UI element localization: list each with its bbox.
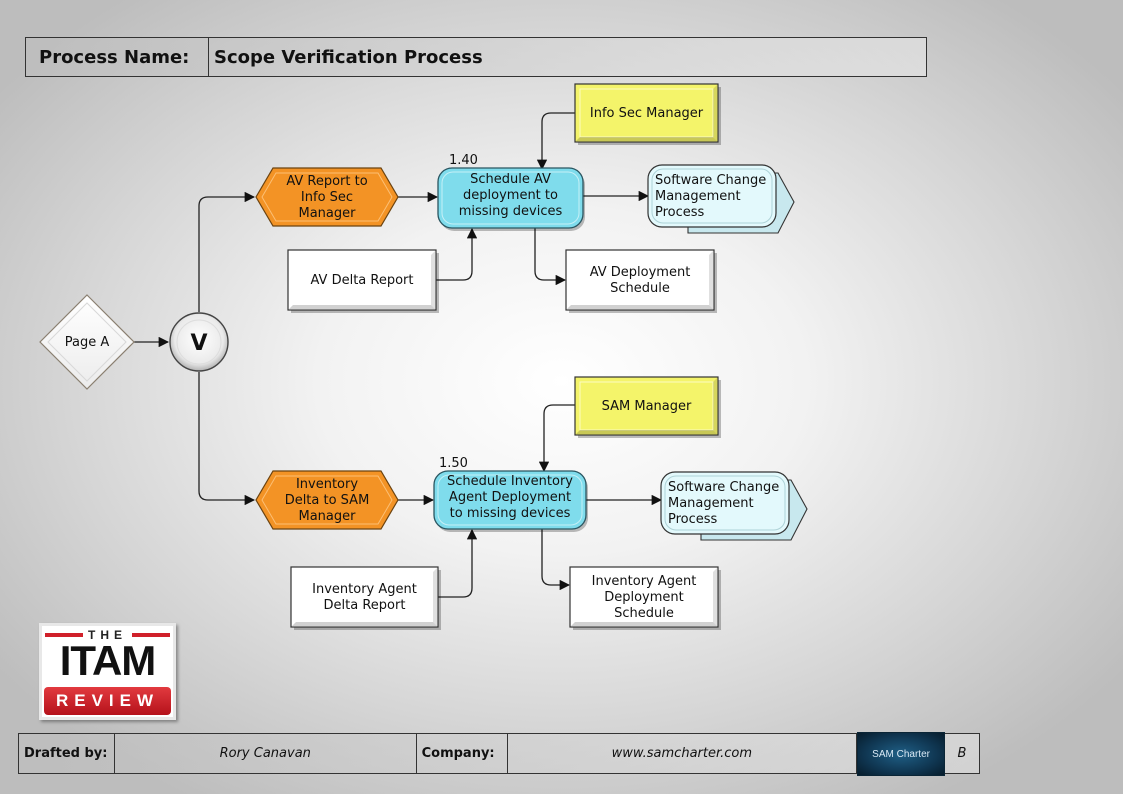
connector-input1-to-task1 xyxy=(436,227,478,281)
output-label-line: Inventory Agent xyxy=(592,574,697,589)
task-label-line: Schedule AV xyxy=(470,172,551,187)
output-label-line: Schedule xyxy=(614,606,674,621)
connector-task2-to-output2 xyxy=(541,529,571,591)
process-name-header: Process Name: Scope Verification Process xyxy=(25,37,927,77)
linked-process-label-line: Management xyxy=(655,189,741,204)
logo-bar-right xyxy=(132,633,170,637)
linked-process-label-line: Software Change xyxy=(655,173,766,188)
drafted-by-value: Rory Canavan xyxy=(115,734,417,773)
company-label: Company: xyxy=(417,734,508,773)
logo-review: REVIEW xyxy=(44,687,171,715)
task-label-line: Schedule Inventory xyxy=(447,474,573,489)
footer-table: Drafted by: Rory Canavan Company: www.sa… xyxy=(18,732,980,776)
or-gateway[interactable]: V xyxy=(169,312,229,372)
task-number: 1.50 xyxy=(439,456,468,471)
company-value[interactable]: www.samcharter.com xyxy=(508,734,858,773)
linked-process-label-line: Management xyxy=(668,496,754,511)
task-label-line: to missing devices xyxy=(450,506,571,521)
connector-task1-to-output1 xyxy=(534,228,567,286)
task-label-line: missing devices xyxy=(459,204,563,219)
connector-role2-to-task2 xyxy=(538,404,575,473)
output-label-line: Schedule xyxy=(610,281,670,296)
drafted-by-label: Drafted by: xyxy=(19,734,115,773)
linked-process-label-line: Software Change xyxy=(668,480,779,495)
output-label-line: Deployment xyxy=(604,590,684,605)
gateway-label: V xyxy=(190,331,207,356)
logo-bar-left xyxy=(45,633,83,637)
process-name-value: Scope Verification Process xyxy=(214,46,483,68)
connectors xyxy=(134,112,663,598)
trigger-label-line: Manager xyxy=(299,206,357,221)
revision-value: B xyxy=(957,746,967,761)
input-document[interactable]: AV Delta Report xyxy=(287,249,439,313)
task-number: 1.40 xyxy=(449,153,478,168)
process-name-label: Process Name: xyxy=(26,38,209,76)
trigger-label-line: Manager xyxy=(299,509,357,524)
connector-input2-to-task2 xyxy=(438,528,478,598)
start-label: Page A xyxy=(65,335,110,350)
trigger-label-line: Delta to SAM xyxy=(285,493,370,508)
role-box[interactable]: SAM Manager xyxy=(574,376,721,438)
sam-charter-logo: SAM Charter xyxy=(857,732,946,776)
start-page-connector[interactable]: Page A xyxy=(39,294,135,390)
linked-process-label-line: Process xyxy=(668,512,718,527)
role-label-line: Info Sec Manager xyxy=(590,106,704,121)
trigger-label-line: Info Sec xyxy=(301,190,353,205)
input-label-line: Inventory Agent xyxy=(312,582,417,597)
connector-gateway-to-branch2 xyxy=(198,372,256,506)
linked-process-label-line: Process xyxy=(655,205,705,220)
task-label-line: Agent Deployment xyxy=(449,490,571,505)
input-label-line: AV Delta Report xyxy=(311,273,414,288)
logo-the: THE xyxy=(88,628,127,642)
trigger-label-line: Inventory xyxy=(296,477,358,492)
connector-role1-to-task1 xyxy=(536,112,575,171)
role-box[interactable]: Info Sec Manager xyxy=(574,83,721,145)
itam-review-logo: THE ITAM REVIEW xyxy=(39,623,176,720)
input-label-line: Delta Report xyxy=(324,598,406,613)
role-label-line: SAM Manager xyxy=(602,399,692,414)
task-label-line: deployment to xyxy=(463,188,558,203)
output-label-line: AV Deployment xyxy=(590,265,691,280)
connector-gateway-to-branch1 xyxy=(198,191,256,312)
trigger-label-line: AV Report to xyxy=(286,174,367,189)
logo-itam: ITAM xyxy=(59,637,157,684)
